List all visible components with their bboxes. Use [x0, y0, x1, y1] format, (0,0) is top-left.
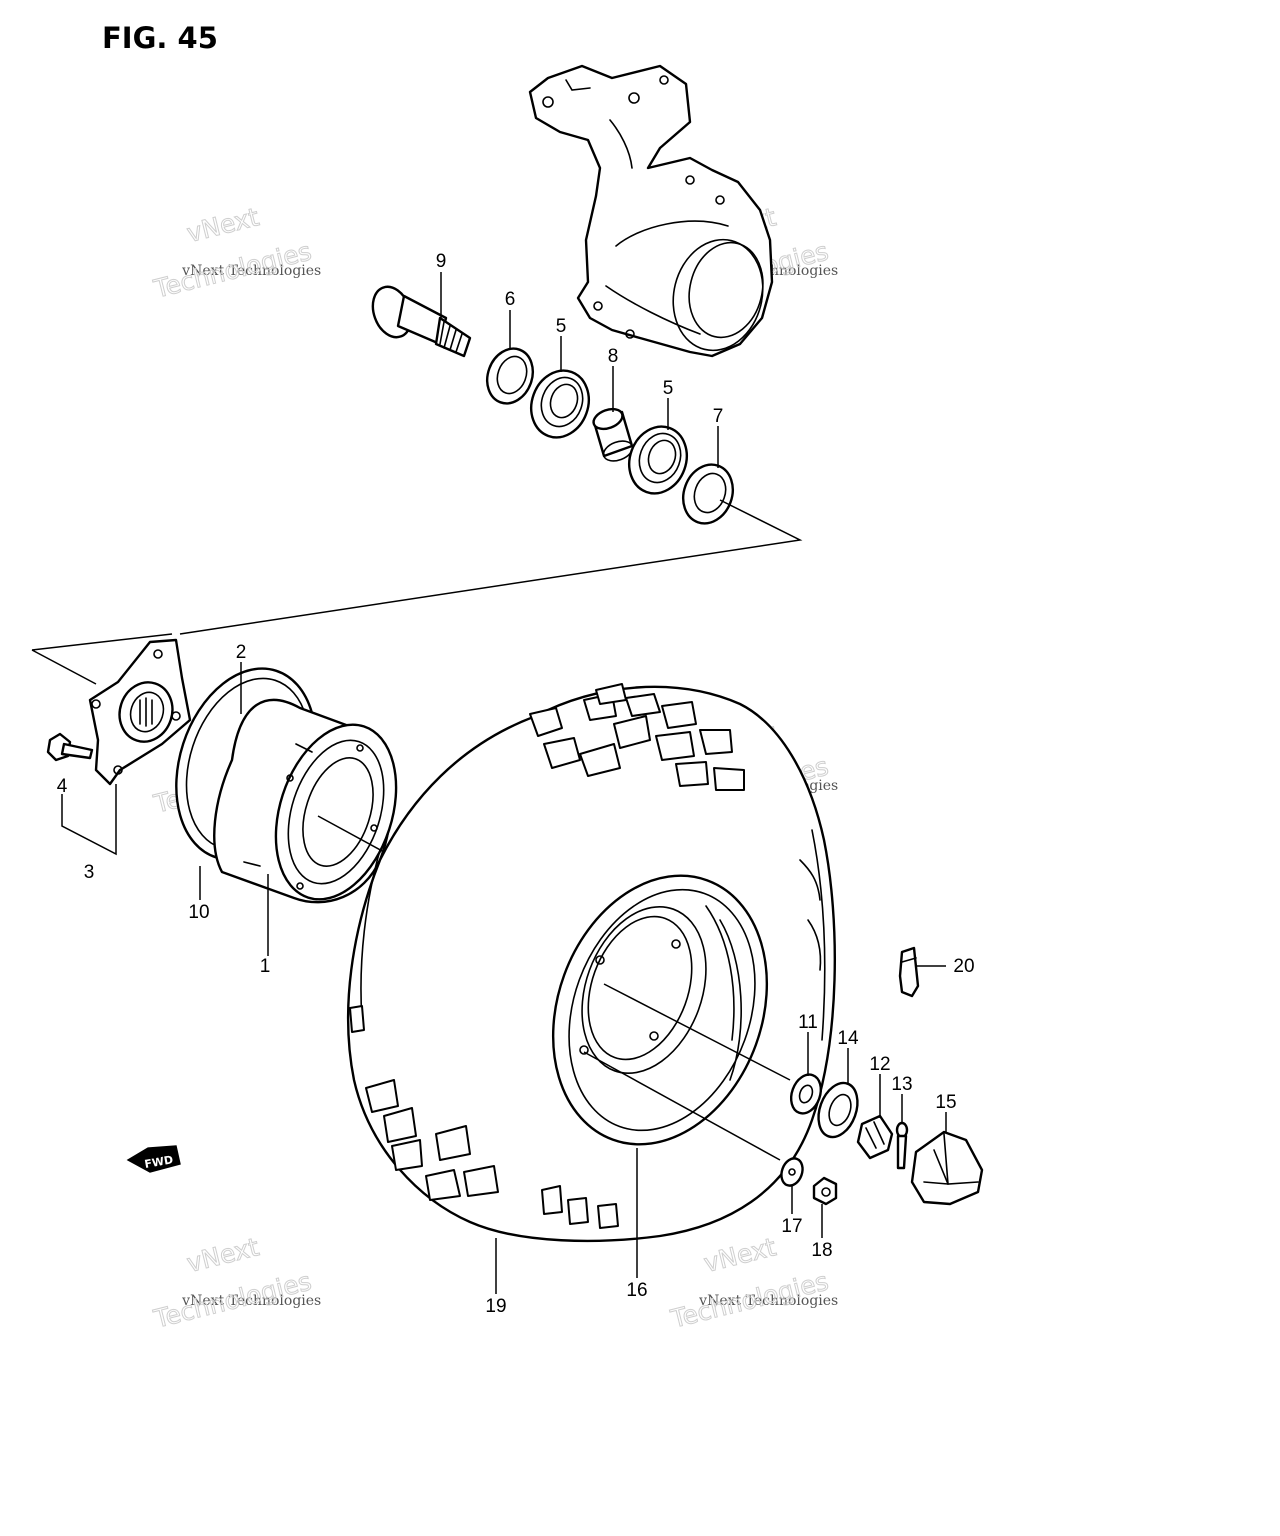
castle-nut [856, 1114, 894, 1160]
callout-16: 16 [626, 1280, 647, 1301]
callout-6: 6 [505, 289, 516, 310]
brake-drum [213, 698, 398, 904]
callout-9: 9 [436, 251, 447, 272]
wheel-rim [551, 874, 769, 1146]
watermark-line-1: vNext [184, 1232, 262, 1278]
callout-19: 19 [485, 1296, 506, 1317]
hub-cap [910, 1130, 984, 1206]
callout-13: 13 [891, 1074, 912, 1095]
callout-12: 12 [869, 1054, 890, 1075]
spindle-bolt [371, 285, 472, 358]
watermark-line-1: vNext [701, 1232, 779, 1278]
callout-4: 4 [57, 776, 68, 797]
callout-5a: 5 [556, 316, 567, 337]
callout-11: 11 [798, 1012, 818, 1033]
callout-5b: 5 [663, 378, 674, 399]
figure-title: FIG. 45 [102, 21, 218, 55]
hub-bolt [46, 732, 94, 762]
hub-flange [88, 638, 192, 786]
wheel-nut [812, 1176, 838, 1206]
watermark-line-3: Technologies [150, 237, 314, 304]
oil-seal-upper [486, 347, 534, 405]
callout-labels: 1 2 3 4 5 5 6 7 8 9 10 11 12 13 14 15 16… [57, 251, 975, 1317]
callout-10: 10 [188, 902, 209, 923]
watermark-line-2: vNext Technologies [181, 263, 321, 279]
watermark-line-3: Technologies [150, 1267, 314, 1334]
callout-1: 1 [260, 956, 271, 977]
watermark-line-3: Technologies [667, 1267, 831, 1334]
callout-20: 20 [953, 956, 974, 977]
rim-stud-leader [583, 1051, 781, 1161]
callout-2: 2 [236, 642, 247, 663]
washer-11 [789, 1073, 823, 1115]
axle-leader [317, 815, 385, 853]
steering-knuckle [528, 64, 774, 358]
rim-axle-leader [603, 983, 791, 1081]
callout-17: 17 [781, 1216, 802, 1237]
watermark-group-bottom-left: vNext vNext Technologies Technologies [150, 1232, 321, 1335]
spacer [592, 407, 634, 462]
valve-stem [898, 946, 946, 998]
bearing-inner [530, 369, 590, 439]
watermark-line-1: vNext [184, 202, 262, 248]
watermark-group-top-left: vNext vNext Technologies Technologies [150, 202, 321, 305]
callout-15: 15 [935, 1092, 956, 1113]
fwd-arrow-marker: FWD [126, 1145, 181, 1173]
fwd-label: FWD [143, 1153, 174, 1171]
callout-7: 7 [713, 406, 724, 427]
wheel-washer [780, 1157, 804, 1187]
watermark-line-2: vNext Technologies [698, 1293, 838, 1309]
bearing-outer [628, 425, 688, 495]
callout-leaders [61, 272, 947, 1294]
callout-14: 14 [837, 1028, 859, 1049]
callout-8: 8 [608, 346, 619, 367]
watermark-line-2: vNext Technologies [181, 1293, 321, 1309]
cotter-pin [895, 1121, 909, 1170]
callout-18: 18 [811, 1240, 832, 1261]
assembly-leader-lines [31, 499, 803, 685]
callout-3: 3 [84, 862, 95, 883]
